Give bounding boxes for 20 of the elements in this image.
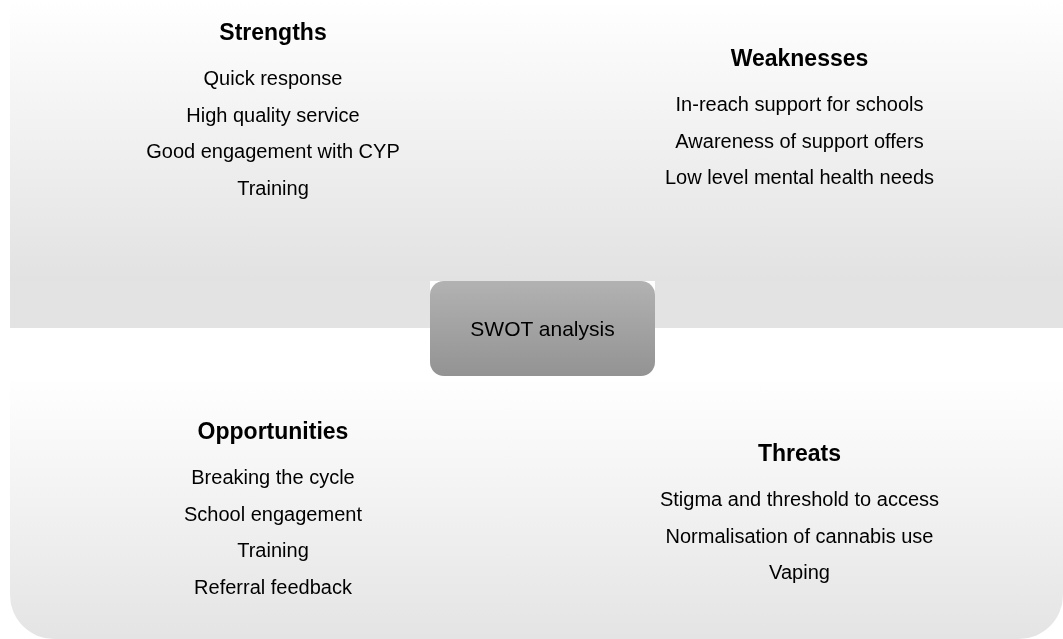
list-item: High quality service [186,102,360,128]
list-item: Vaping [769,560,830,586]
quadrant-heading: Opportunities [197,417,349,446]
quadrant-heading: Weaknesses [730,44,869,73]
list-item: In-reach support for schools [675,92,924,117]
quadrant-heading: Strengths [219,18,327,47]
center-title: SWOT analysis [470,315,615,342]
list-item: Normalisation of cannabis use [665,523,934,549]
list-item: Referral feedback [194,575,352,601]
quadrant-heading: Threats [757,439,842,468]
center-box [430,281,655,376]
list-item: Training [237,176,309,202]
list-item: Quick response [203,66,343,91]
list-item: School engagement [184,501,362,527]
list-item: Breaking the cycle [191,465,355,490]
list-item: Awareness of support offers [675,128,924,154]
list-item: Training [237,538,309,564]
list-item: Stigma and threshold to access [659,487,939,512]
list-item: Good engagement with CYP [146,139,400,165]
list-item: Low level mental health needs [664,165,935,191]
